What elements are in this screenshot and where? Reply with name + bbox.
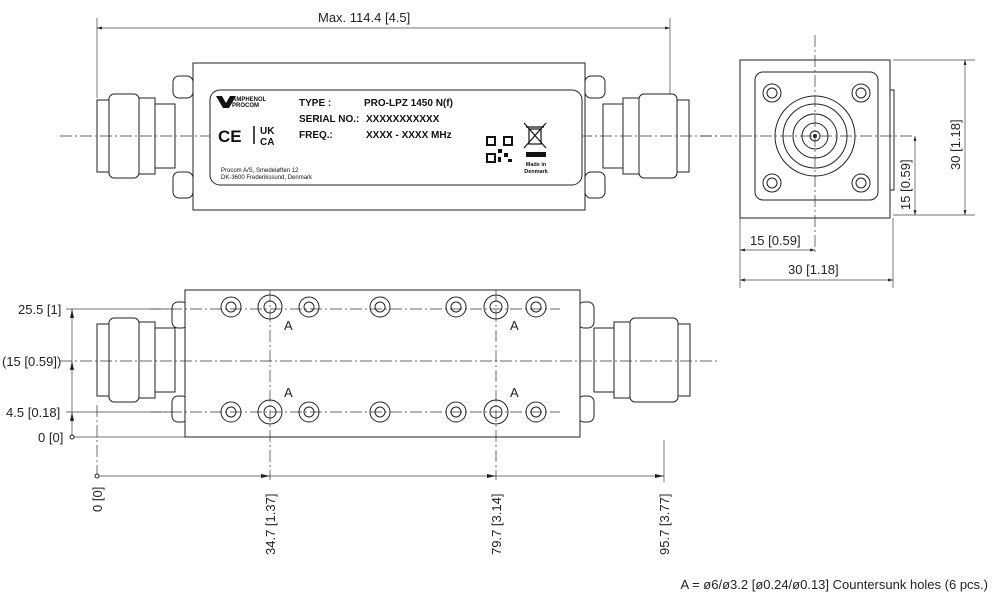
- flange-screws: [762, 83, 871, 193]
- freq-label: FREQ.:: [299, 130, 333, 141]
- screw-holes: [220, 296, 547, 423]
- dim-15-center: (15 [0.59]): [2, 354, 61, 369]
- amphenol-logo-icon: [216, 96, 236, 108]
- top-view: Max. 114.4 [4.5] AMPHENOL PROCOM TYPE : …: [60, 10, 720, 211]
- side-height-dim: 30 [1.18]: [948, 119, 963, 170]
- svg-text:Denmark: Denmark: [524, 169, 548, 175]
- made-in-text: Made in: [526, 162, 547, 168]
- hole-marker-a: A: [510, 318, 519, 333]
- weee-bin-icon: [523, 122, 547, 149]
- serial-label: SERIAL NO.:: [299, 114, 359, 125]
- brand-sub: PROCOM: [232, 103, 259, 109]
- qr-code-icon: [486, 136, 514, 164]
- filter-body-bottom: [184, 289, 581, 438]
- address-line-2: DK-3600 Frederikssund, Denmark: [221, 175, 313, 181]
- side-width-dim: 30 [1.18]: [788, 262, 839, 277]
- dim-4-5: 4.5 [0.18]: [6, 405, 60, 420]
- hole-marker-a: A: [284, 318, 293, 333]
- freq-value: XXXX - XXXX MHz: [366, 130, 452, 141]
- connector-right: [584, 75, 606, 99]
- ce-mark: CE: [218, 127, 242, 146]
- product-label: AMPHENOL PROCOM TYPE : PRO-LPZ 1450 N(f)…: [209, 89, 583, 186]
- type-value: PRO-LPZ 1450 N(f): [364, 98, 453, 109]
- brand-name: AMPHENOL: [232, 97, 267, 103]
- hole-marker-a: A: [510, 385, 519, 400]
- dim-25-5: 25.5 [1]: [18, 302, 61, 317]
- hole-marker-a: A: [284, 385, 293, 400]
- overall-length-dim: Max. 114.4 [4.5]: [318, 10, 410, 25]
- bottom-view: A A A A 25.5 [1] (15 [0.59]) 4.5 [0.18] …: [2, 289, 720, 555]
- side-center-v-dim: 15 [0.59]: [898, 159, 913, 210]
- dim-79-7: 79.7 [3.14]: [489, 494, 504, 555]
- ukca-mark: UK: [260, 126, 275, 137]
- side-view: 30 [1.18] 15 [0.59] 15 [0.59] 30 [1.18]: [700, 35, 975, 288]
- dim-34-7: 34.7 [1.37]: [263, 494, 278, 555]
- footnote: A = ø6/ø3.2 [ø0.24/ø0.13] Countersunk ho…: [681, 577, 988, 592]
- serial-value: XXXXXXXXXXX: [366, 114, 440, 125]
- type-label: TYPE :: [299, 98, 331, 109]
- dim-95-7: 95.7 [3.77]: [657, 494, 672, 555]
- svg-text:CA: CA: [260, 137, 274, 148]
- address-line-1: Procom A/S, Smedeløften 12: [221, 168, 299, 174]
- dim-0-vertical: 0 [0]: [38, 430, 63, 445]
- side-center-h-dim: 15 [0.59]: [750, 233, 801, 248]
- dim-0-horizontal: 0 [0]: [90, 487, 105, 512]
